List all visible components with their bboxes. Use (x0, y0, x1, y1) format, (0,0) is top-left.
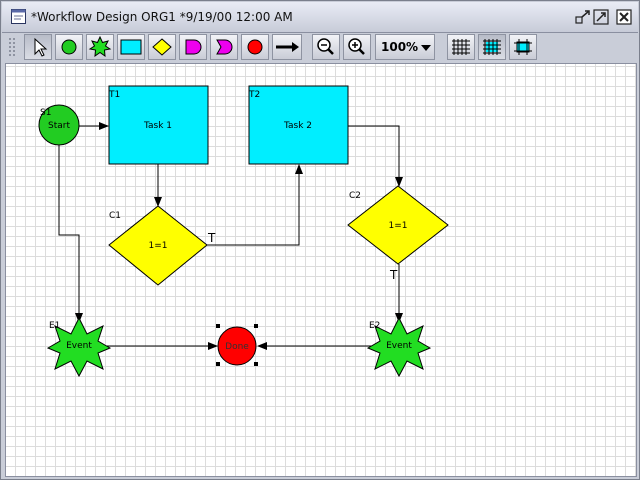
snap-to-grid-button[interactable] (478, 34, 506, 60)
selection-handle[interactable] (254, 362, 258, 366)
edge-start-to-e1[interactable] (58, 145, 83, 323)
title-bar[interactable]: *Workflow Design ORG1 *9/19/00 12:00 AM (2, 2, 638, 33)
event-node-tool-button[interactable] (86, 34, 114, 60)
event-e1-id: E1 (49, 321, 60, 331)
condition-c1-label: 1=1 (149, 241, 168, 251)
condition-c2-id: C2 (349, 191, 361, 201)
zoom-in-button[interactable] (343, 34, 371, 60)
done-node[interactable]: Done (216, 324, 258, 366)
start-node-label: Start (48, 121, 70, 131)
start-node[interactable]: S1 Start (38, 104, 80, 146)
done-node-label: Done (225, 342, 249, 352)
grid-icon (452, 39, 470, 55)
diagram-canvas[interactable]: S1 Start T1 Task 1 T2 Task 2 C1 1=1 T (5, 63, 637, 477)
event-e1-node[interactable]: E1 Event (46, 316, 112, 378)
align-grid-button[interactable] (509, 34, 537, 60)
maximize-icon[interactable] (593, 9, 609, 25)
task1-node[interactable]: T1 Task 1 (108, 85, 209, 165)
start-node-id: S1 (40, 108, 51, 118)
toolbar: 100% (2, 33, 638, 61)
edge-task2-to-c2[interactable] (348, 125, 403, 187)
yellow-diamond-icon (152, 38, 172, 56)
selection-handle[interactable] (216, 362, 220, 366)
task2-node-id: T2 (248, 90, 260, 100)
green-star-icon (88, 35, 112, 58)
condition-node-tool-button[interactable] (148, 34, 176, 60)
align-grid-icon (514, 39, 532, 55)
task1-node-id: T1 (108, 90, 120, 100)
zoom-out-icon (317, 38, 334, 55)
edge-c1-true-label: T (207, 231, 216, 245)
magenta-notch-icon (216, 39, 233, 55)
magenta-shape-icon (185, 39, 202, 55)
window-title: *Workflow Design ORG1 *9/19/00 12:00 AM (31, 10, 293, 24)
connector-tool-button[interactable] (272, 34, 302, 60)
snap-grid-icon (483, 39, 501, 55)
task2-node-label: Task 2 (283, 121, 312, 131)
arrow-icon (276, 42, 299, 52)
edge-c2-true-label: T (389, 268, 398, 282)
grid-toggle-button[interactable] (447, 34, 475, 60)
close-icon[interactable] (616, 9, 632, 25)
event-e1-label: Event (66, 341, 92, 351)
zoom-in-icon (348, 38, 365, 55)
task-node-tool-button[interactable] (117, 34, 145, 60)
green-circle-icon (61, 39, 77, 55)
condition-c1-id: C1 (109, 211, 121, 221)
chevron-down-icon (421, 45, 431, 51)
zoom-out-button[interactable] (312, 34, 340, 60)
edge-c1-to-task2[interactable] (207, 164, 303, 246)
start-node-tool-button[interactable] (55, 34, 83, 60)
merge-node-tool-button[interactable] (179, 34, 207, 60)
window-icon (11, 9, 26, 24)
task2-node[interactable]: T2 Task 2 (248, 85, 349, 165)
condition-c2-label: 1=1 (389, 221, 408, 231)
end-node-tool-button[interactable] (241, 34, 269, 60)
event-e2-node[interactable]: E2 Event (366, 316, 432, 378)
zoom-level-select[interactable]: 100% (375, 34, 435, 60)
workflow-diagram: S1 Start T1 Task 1 T2 Task 2 C1 1=1 T (38, 85, 449, 378)
select-tool-button[interactable] (24, 34, 52, 60)
event-e2-id: E2 (369, 321, 380, 331)
minimize-icon[interactable] (575, 9, 591, 25)
red-circle-icon (247, 39, 263, 55)
pointer-arrow-icon (34, 37, 48, 57)
selection-handle[interactable] (254, 324, 258, 328)
cyan-rectangle-icon (120, 39, 142, 55)
toolbar-grip-icon[interactable] (8, 36, 18, 58)
task1-node-label: Task 1 (143, 121, 172, 131)
zoom-level-value: 100% (381, 40, 419, 54)
condition-c2-node[interactable]: C2 1=1 (347, 185, 449, 265)
event-e2-label: Event (386, 341, 412, 351)
condition-c1-node[interactable]: C1 1=1 (108, 205, 208, 286)
selection-handle[interactable] (216, 324, 220, 328)
split-node-tool-button[interactable] (210, 34, 238, 60)
